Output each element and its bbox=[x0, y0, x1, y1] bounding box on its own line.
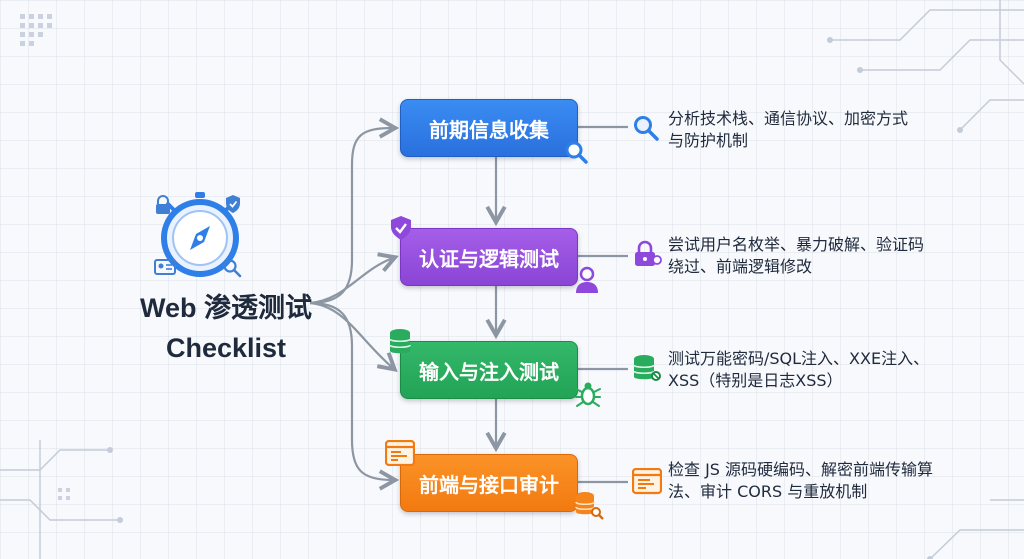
stage-box-1: 前期信息收集 bbox=[400, 99, 578, 157]
stage-description-2: 尝试用户名枚举、暴力破解、验证码 绕过、前端逻辑修改 bbox=[668, 234, 988, 278]
stage-label-1: 前期信息收集 bbox=[429, 117, 549, 142]
database-bug-icon bbox=[633, 355, 661, 381]
bug-icon bbox=[575, 382, 601, 407]
lock-icon bbox=[635, 240, 662, 266]
code-window-icon bbox=[632, 468, 662, 495]
stage-description-3-line-2: XSS（特别是日志XSS） bbox=[668, 371, 843, 390]
user-icon bbox=[576, 266, 598, 293]
stage-description-1-line-1: 分析技术栈、通信协议、加密方式 bbox=[668, 109, 909, 128]
diagram-title: Web 渗透测试 Checklist bbox=[96, 288, 356, 368]
search-icon bbox=[223, 259, 242, 278]
stage-box-4: 前端与接口审计 bbox=[400, 454, 578, 512]
stage-description-4-line-2: 法、审计 CORS 与重放机制 bbox=[668, 482, 868, 501]
stage-description-2-line-2: 绕过、前端逻辑修改 bbox=[668, 257, 813, 276]
code-window-icon bbox=[385, 440, 415, 466]
dot-grid-decoration bbox=[20, 14, 70, 500]
stage-label-2: 认证与逻辑测试 bbox=[419, 246, 559, 271]
title-line-1: Web 渗透测试 bbox=[139, 293, 312, 323]
stage-box-3: 输入与注入测试 bbox=[400, 341, 578, 399]
stage-description-4-line-1: 检查 JS 源码硬编码、解密前端传输算 bbox=[668, 460, 934, 479]
stage-description-2-line-1: 尝试用户名枚举、暴力破解、验证码 bbox=[668, 235, 925, 254]
id-card-icon bbox=[154, 259, 176, 275]
stage-description-4: 检查 JS 源码硬编码、解密前端传输算 法、审计 CORS 与重放机制 bbox=[668, 459, 988, 503]
lock-icon bbox=[156, 195, 170, 214]
stage-description-1: 分析技术栈、通信协议、加密方式 与防护机制 bbox=[668, 108, 988, 152]
stage-label-4: 前端与接口审计 bbox=[419, 472, 559, 497]
stage-description-1-line-2: 与防护机制 bbox=[668, 131, 749, 150]
database-key-icon bbox=[575, 492, 604, 520]
database-icon bbox=[389, 329, 411, 354]
shield-icon bbox=[391, 216, 411, 240]
search-icon bbox=[565, 141, 588, 164]
search-icon bbox=[634, 116, 659, 141]
stage-label-3: 输入与注入测试 bbox=[419, 359, 559, 384]
shield-icon bbox=[226, 195, 240, 213]
stage-description-3: 测试万能密码/SQL注入、XXE注入、 XSS（特别是日志XSS） bbox=[668, 348, 988, 392]
stage-description-3-line-1: 测试万能密码/SQL注入、XXE注入、 bbox=[668, 349, 930, 368]
stage-box-2: 认证与逻辑测试 bbox=[400, 228, 578, 286]
title-line-2: Checklist bbox=[165, 333, 287, 363]
